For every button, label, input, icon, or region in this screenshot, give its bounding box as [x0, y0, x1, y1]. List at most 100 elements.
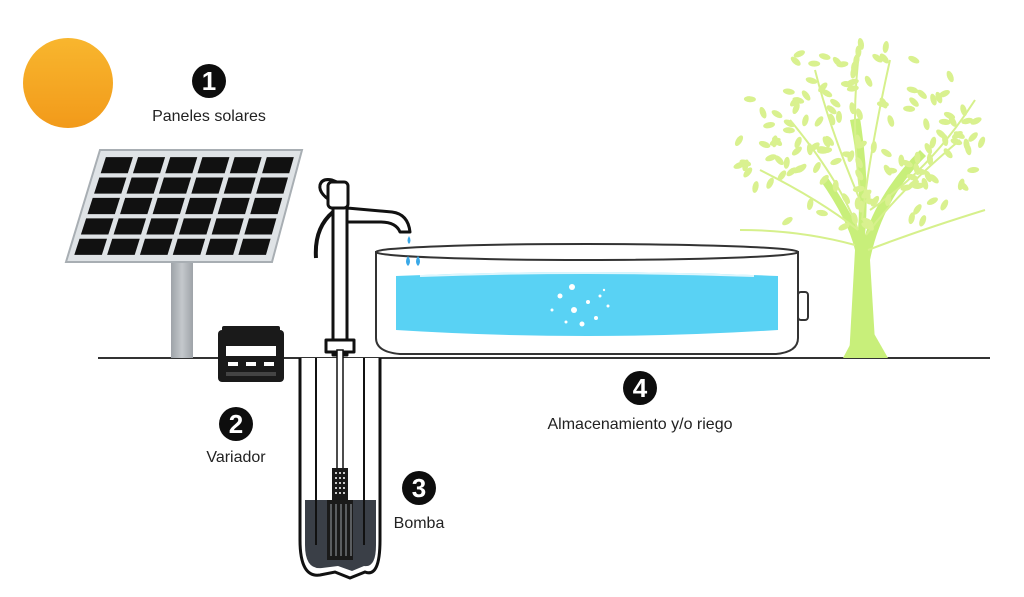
tree-leaf: [771, 135, 778, 148]
tree-leaf: [901, 159, 913, 168]
tree-branch: [867, 209, 986, 251]
tree-leaf: [782, 216, 793, 226]
solar-cell: [80, 218, 114, 235]
solar-cell: [107, 238, 140, 255]
tree-leaf: [835, 110, 843, 123]
tree-leaf: [851, 61, 858, 74]
bubble: [557, 293, 563, 299]
tree-leaf: [913, 204, 922, 215]
pump-intake-hole: [335, 482, 337, 484]
solar-cell: [238, 238, 271, 255]
step-3: 3 Bomba: [394, 471, 444, 532]
tree-leaf: [841, 193, 851, 204]
tree-leaf: [826, 105, 837, 115]
solar-cell: [197, 157, 230, 174]
tree-leaf: [864, 75, 873, 87]
tree-branch: [739, 229, 856, 246]
tree-leaf: [926, 197, 938, 206]
tree-leaf: [806, 143, 813, 156]
tree-leaf: [961, 117, 974, 125]
tree-leaf: [771, 110, 783, 119]
submersible-pump-icon: [327, 349, 353, 560]
bubble: [550, 308, 554, 312]
tree-leaf: [808, 60, 821, 67]
tree-leaf: [783, 119, 795, 128]
tree-leaf: [953, 131, 965, 139]
sun-icon: [23, 38, 113, 128]
tree-leaf: [802, 114, 809, 127]
step-1: 1 Paneles solares: [152, 64, 266, 125]
tree-leaf: [832, 179, 839, 192]
solar-cell: [94, 177, 127, 194]
tree-leaf: [919, 215, 927, 227]
tree-leaf: [783, 156, 790, 169]
bubble: [594, 316, 598, 320]
solar-cell: [132, 157, 166, 174]
tree-leaf: [865, 220, 874, 231]
tree-leaf: [819, 174, 829, 185]
pump-intake-hole: [335, 487, 337, 489]
tree-leaf: [964, 143, 972, 156]
tree-leaf: [942, 134, 949, 147]
tree-leaf: [924, 170, 932, 183]
tree-leaf: [820, 147, 833, 154]
tree-leaf: [903, 105, 916, 112]
tree-leaf: [854, 134, 862, 147]
tree-leaf: [863, 188, 871, 201]
pump-intake-hole: [339, 477, 341, 479]
pump-intake-hole: [343, 492, 345, 494]
tree-leaf: [801, 90, 811, 101]
step-1-label: Paneles solares: [152, 108, 266, 125]
tree-leaf: [879, 97, 888, 109]
tree-leaf: [879, 53, 889, 64]
tree-leaf: [929, 174, 939, 184]
solar-panel-icon: [64, 149, 304, 358]
step-3-number: 3: [412, 473, 426, 503]
solar-cell: [244, 218, 277, 235]
tree-leaf: [855, 169, 864, 181]
solar-cell: [165, 157, 198, 174]
solar-cell: [152, 197, 185, 215]
tree-leaf: [967, 166, 980, 174]
tree-leaf: [743, 96, 756, 103]
bubble: [598, 294, 602, 298]
tree-leaf: [909, 97, 919, 107]
solar-cell: [256, 177, 289, 194]
step-2-number: 2: [229, 409, 243, 439]
step-4-badge: [623, 371, 657, 405]
tree-leaf: [921, 177, 929, 190]
step-2-badge: [219, 407, 253, 441]
bubble: [564, 320, 568, 324]
tree-leaf: [793, 50, 805, 58]
tree-leaf: [908, 212, 915, 225]
variator-icon: [218, 326, 284, 382]
solar-cell: [139, 238, 173, 255]
tree-leaf: [870, 141, 877, 154]
tree-leaf: [765, 154, 777, 162]
tree-leaf: [881, 148, 892, 158]
tree-leaf: [926, 153, 934, 166]
tree-leaf: [743, 167, 753, 178]
tree-leaf: [840, 81, 853, 88]
tree-leaf: [828, 113, 836, 126]
tree-leaf: [914, 151, 921, 164]
solar-cell: [87, 197, 120, 215]
tree-leaf: [816, 209, 828, 217]
tree-leaf: [930, 93, 937, 106]
solar-cell: [113, 218, 147, 235]
tree-leaf: [854, 197, 861, 210]
solar-cell: [185, 197, 218, 215]
tree-leaf: [938, 90, 950, 98]
tree-leaf: [841, 151, 854, 158]
bubble: [606, 304, 610, 308]
tree-leaf: [807, 198, 814, 211]
tree-leaf: [851, 212, 858, 225]
tree-branch: [759, 169, 859, 231]
tree-leaf: [774, 155, 784, 166]
pump-intake-hole: [335, 492, 337, 494]
tree-leaf: [923, 118, 930, 131]
tree-leaf: [836, 61, 849, 68]
tree-leaf: [906, 86, 919, 94]
bubble: [571, 307, 577, 313]
tree-leaf: [865, 198, 878, 205]
